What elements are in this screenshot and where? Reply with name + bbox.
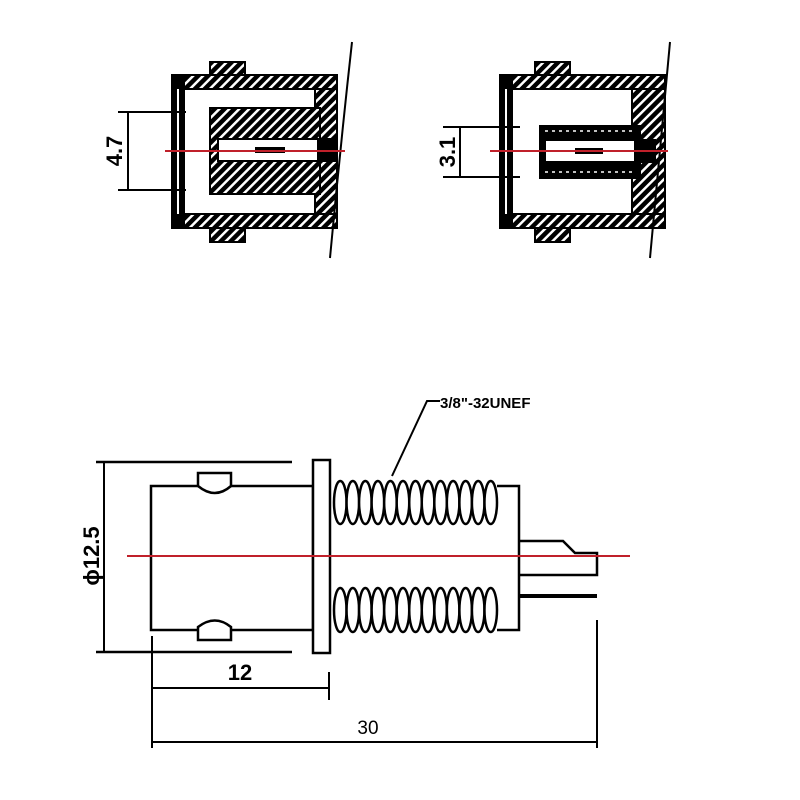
dimension-3-1: 3.1 [435, 137, 460, 168]
solder-pin [519, 539, 599, 577]
body-bottom-wall [171, 213, 338, 229]
thread-tooth [382, 479, 398, 526]
thread-tooth [458, 479, 474, 526]
thread-tooth [420, 479, 436, 526]
bayonet-stud-top [196, 471, 233, 495]
thread-tooth [483, 586, 499, 634]
thread-tooth [370, 479, 386, 526]
thread-tooth [357, 586, 373, 634]
thread-tooth [407, 586, 424, 634]
thread-tooth [395, 586, 411, 634]
thread-tooth [470, 586, 486, 634]
dimension-30: 30 [357, 718, 378, 739]
dimension-12: 12 [228, 660, 252, 685]
body-top-wall [171, 74, 338, 90]
thread-tooth [433, 586, 449, 634]
flange-bottom [209, 226, 246, 243]
thread-upper [332, 479, 499, 526]
thread-tooth [483, 479, 499, 526]
thread-spec: 3/8"-32UNEF [440, 395, 530, 412]
thread-tooth [420, 586, 436, 634]
bayonet-stud-bottom [196, 619, 233, 642]
flange-bottom [534, 226, 571, 243]
body-bottom-wall [499, 213, 666, 229]
thread-tooth [445, 479, 461, 526]
bayonet-body [149, 484, 315, 632]
thread-tooth [445, 586, 461, 634]
thread-tooth [332, 479, 348, 526]
thread-lower [332, 586, 499, 634]
thread-tooth [345, 479, 361, 526]
side-view [96, 400, 599, 748]
thread-tooth [433, 479, 449, 526]
flange-top [534, 61, 571, 77]
dimension-diameter: ϕ12.5 [79, 526, 104, 585]
thread-tooth [382, 586, 398, 634]
thread-tooth [357, 479, 373, 526]
thread-leader [391, 400, 440, 477]
thread-tooth [458, 586, 474, 634]
body-top-wall [499, 74, 666, 90]
thread-tooth [395, 479, 411, 526]
dimension-4-7: 4.7 [102, 136, 127, 167]
flange-top [209, 61, 246, 77]
thread-tooth [345, 586, 361, 634]
thread-tooth [332, 586, 348, 634]
thread-tooth [370, 586, 386, 634]
thread-tooth [407, 479, 424, 526]
rear-sleeve [497, 484, 521, 632]
section-view-left [118, 41, 353, 259]
thread-tooth [470, 479, 486, 526]
